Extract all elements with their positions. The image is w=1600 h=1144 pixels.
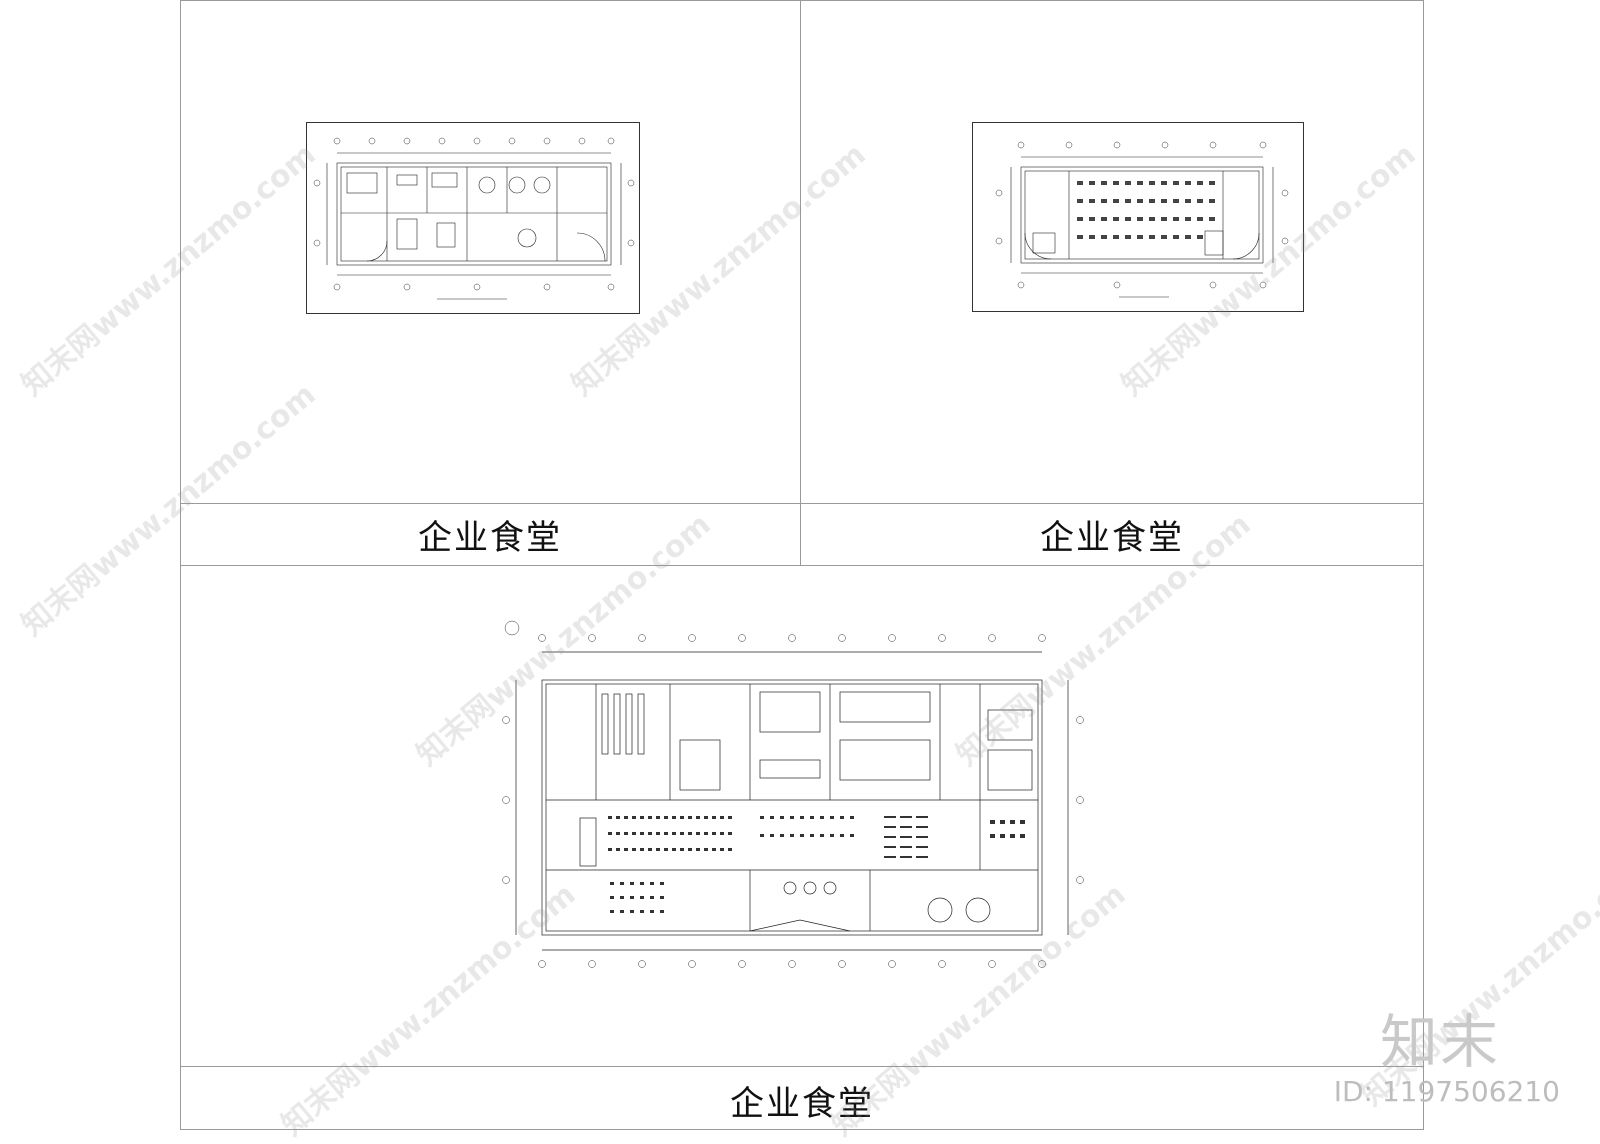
panel-caption-2: 企业食堂 <box>1040 518 1184 558</box>
panel-divider-middle <box>180 565 1424 566</box>
panel-divider-top <box>180 503 1424 504</box>
image-id-label: ID: 1197506210 <box>1333 1075 1560 1108</box>
panel-caption-1: 企业食堂 <box>418 518 562 558</box>
panel-caption-3: 企业食堂 <box>730 1084 874 1124</box>
plan-sheet-1 <box>306 122 640 314</box>
plan-sheet-2 <box>972 122 1304 312</box>
floor-plan-2 <box>995 141 1289 298</box>
panel-divider-bottom <box>180 1066 1424 1067</box>
panel-divider-vertical <box>800 0 801 565</box>
brand-logo: 知末 <box>1379 1008 1500 1076</box>
floor-plan-1 <box>313 137 635 300</box>
floor-plan-3 <box>502 620 1084 968</box>
